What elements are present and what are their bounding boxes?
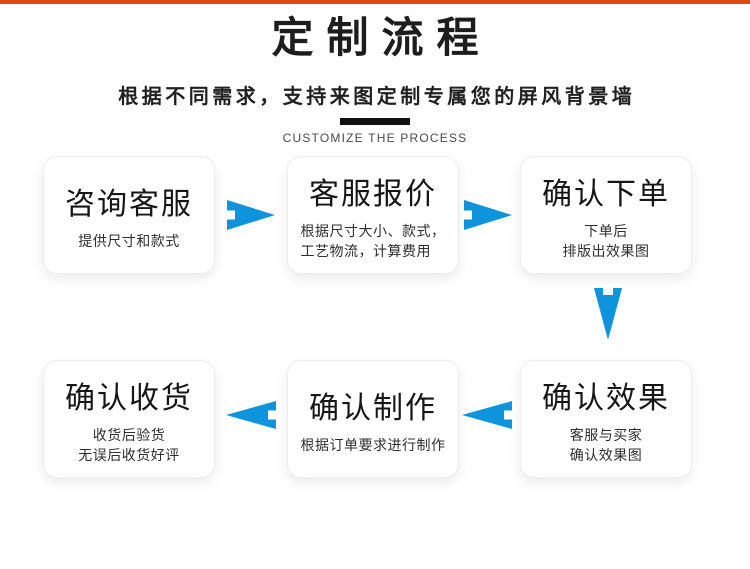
desc-line: 客服与买家 <box>569 427 643 444</box>
step-title: 确认收货 <box>65 382 193 416</box>
step-desc: 根据尺寸大小、款式， 工艺物流，计算费用 <box>301 222 446 261</box>
arrow-right-icon <box>464 200 512 230</box>
arrow-left-icon <box>226 401 276 429</box>
step-card-confirm-effect: 确认效果 客服与买家 确认效果图 <box>520 360 692 478</box>
step-card-consult-service: 咨询客服 提供尺寸和款式 <box>43 156 215 274</box>
step-title: 确认效果 <box>542 382 670 416</box>
header: 定制流程 根据不同需求，支持来图定制专属您的屏风背景墙 CUSTOMIZE TH… <box>0 4 750 145</box>
step-card-confirm-production: 确认制作 根据订单要求进行制作 <box>287 360 459 478</box>
title-underline <box>340 118 410 126</box>
arrow-right-icon <box>227 200 275 230</box>
desc-line: 提供尺寸和款式 <box>78 232 180 249</box>
desc-line: 工艺物流，计算费用 <box>300 242 431 259</box>
desc-line: 无误后收货好评 <box>78 446 180 463</box>
step-desc: 下单后 排版出效果图 <box>563 222 650 261</box>
desc-line: 根据订单要求进行制作 <box>300 436 446 453</box>
step-card-confirm-receipt: 确认收货 收货后验货 无误后收货好评 <box>43 360 215 478</box>
step-title: 咨询客服 <box>65 187 193 221</box>
step-desc: 根据订单要求进行制作 <box>301 436 446 455</box>
desc-line: 根据尺寸大小、款式， <box>300 223 446 240</box>
step-title: 确认下单 <box>542 178 670 212</box>
step-desc: 客服与买家 确认效果图 <box>570 426 643 465</box>
desc-line: 下单后 <box>584 223 628 240</box>
subtitle: 根据不同需求，支持来图定制专属您的屏风背景墙 <box>118 86 636 109</box>
desc-line: 确认效果图 <box>569 446 643 463</box>
top-accent-bar <box>0 0 750 4</box>
step-card-confirm-order: 确认下单 下单后 排版出效果图 <box>520 156 692 274</box>
step-title: 客服报价 <box>309 178 437 212</box>
arrow-down-icon <box>594 288 622 340</box>
desc-line: 收货后验货 <box>92 427 166 444</box>
step-desc: 收货后验货 无误后收货好评 <box>78 426 180 465</box>
page-title: 定制流程 <box>271 14 492 61</box>
step-card-quote: 客服报价 根据尺寸大小、款式， 工艺物流，计算费用 <box>287 156 459 274</box>
step-title: 确认制作 <box>309 391 437 425</box>
desc-line: 排版出效果图 <box>562 242 650 259</box>
step-desc: 提供尺寸和款式 <box>78 232 180 251</box>
arrow-left-icon <box>462 401 512 429</box>
tagline: CUSTOMIZE THE PROCESS <box>282 131 468 146</box>
